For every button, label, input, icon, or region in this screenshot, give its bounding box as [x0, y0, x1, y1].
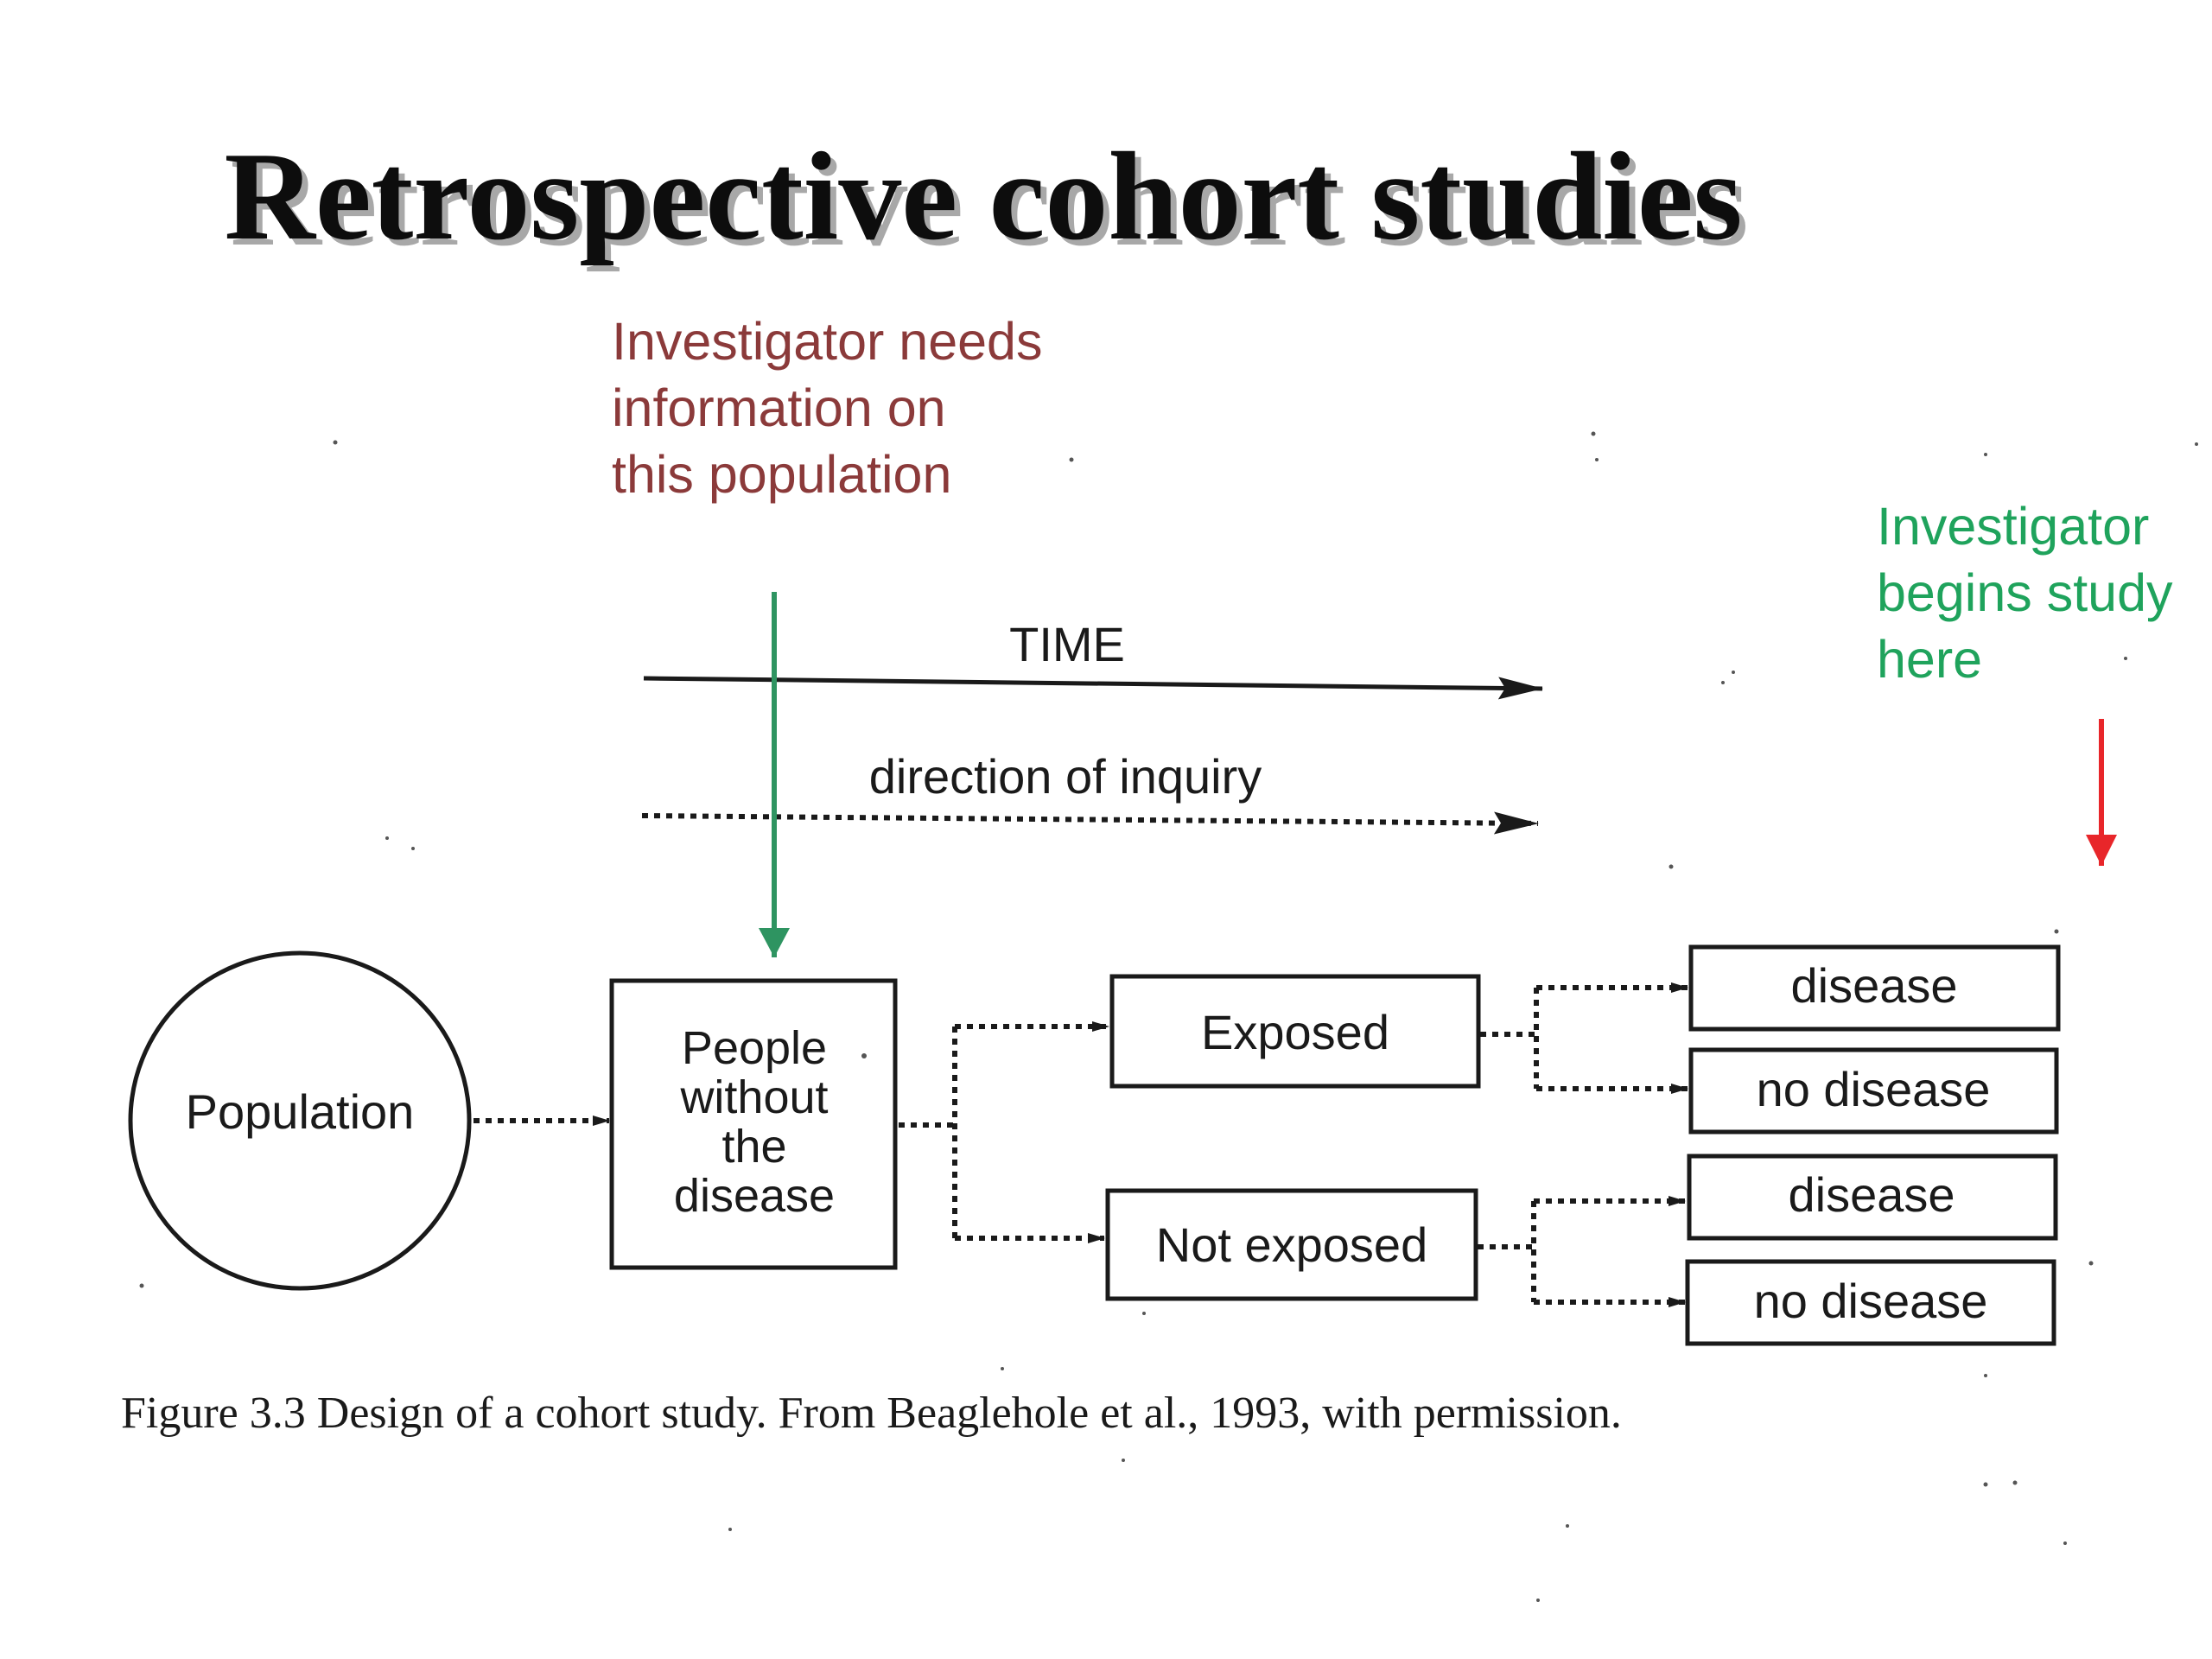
investigator-needs-line-2: information on: [612, 378, 946, 437]
exposed-box: [1109, 974, 1481, 1089]
exposed-label: Exposed: [1201, 1005, 1389, 1059]
outcome-box-unexposed-no-disease: [1685, 1259, 2056, 1346]
people-box: [609, 978, 898, 1270]
investigator-needs-line-1: Investigator needs: [612, 312, 1042, 371]
population-circle: [128, 950, 472, 1291]
inquiry-arrow: [641, 811, 1539, 835]
outcome-box-exposed-disease: [1688, 944, 2061, 1032]
people-box-line-1: People: [682, 1022, 827, 1074]
people-box-line-3: the: [721, 1121, 786, 1173]
page-title: Retrospective cohort studies: [224, 126, 1742, 266]
inquiry-label: direction of inquiry: [869, 749, 1262, 804]
scan-speckles: [139, 431, 2198, 1602]
investigator-needs-line-3: this population: [612, 445, 951, 504]
outcome-box-exposed-no-disease: [1688, 1047, 2059, 1135]
outcome-label-exposed-disease: disease: [1790, 958, 1957, 1013]
figure-caption: Figure 3.3 Design of a cohort study. Fro…: [121, 1389, 1622, 1438]
investigator-begins-line-2: begins study: [1877, 563, 2173, 622]
people-box-line-2: without: [679, 1071, 828, 1123]
outcome-box-unexposed-disease: [1687, 1154, 2058, 1241]
not-exposed-box: [1105, 1188, 1478, 1301]
time-arrow: [643, 676, 1543, 700]
outcome-label-unexposed-disease: disease: [1788, 1167, 1955, 1222]
not-exposed-label: Not exposed: [1156, 1217, 1427, 1272]
outcome-label-unexposed-no-disease: no disease: [1754, 1274, 1988, 1328]
investigator-begins-line-1: Investigator: [1877, 497, 2149, 556]
outcome-label-exposed-no-disease: no disease: [1757, 1062, 1991, 1116]
investigator-begins-line-3: here: [1877, 630, 1982, 689]
people-box-line-4: disease: [674, 1170, 835, 1222]
population-label: Population: [186, 1084, 415, 1139]
page-title-shadow: Retrospective cohort studies: [230, 132, 1748, 272]
time-label: TIME: [1009, 617, 1125, 671]
investigator-begins-note: Investigator begins study here: [1877, 497, 2173, 689]
investigator-needs-note: Investigator needs information on this p…: [612, 312, 1042, 504]
